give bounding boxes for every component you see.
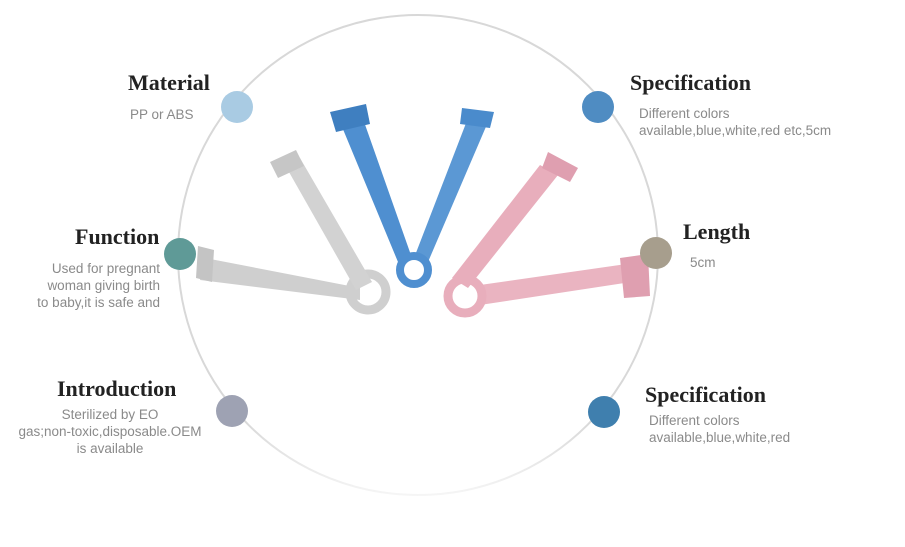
function-title: Function [75,224,160,249]
specification-top-text: Different colors available,blue,white,re… [639,105,831,139]
introduction-dot [216,395,248,427]
introduction-text-line-1: Sterilized by EO [61,407,159,422]
material-title: Material [128,70,210,95]
introduction-text-line-3: is available [76,441,144,456]
function-dot [164,238,196,270]
function-text-line-3: to baby,it is safe and [37,295,160,310]
function-text-line-2: woman giving birth [47,278,160,293]
length-title: Length [683,219,751,244]
pink-clamp-lower [443,254,650,318]
white-clamp-upper [270,150,372,290]
specification-bottom-title: Specification [645,382,766,407]
specification-bottom-dot [588,396,620,428]
introduction-title: Introduction [57,376,177,401]
blue-clamp [330,104,494,288]
introduction-text-line-2: gas;non-toxic,disposable.OEM [18,424,202,439]
function-text: Used for pregnant woman giving birth to … [0,260,160,311]
specification-top-dot [582,91,614,123]
introduction-text: Sterilized by EO gas;non-toxic,disposabl… [10,406,210,457]
specification-bottom-text: Different colors available,blue,white,re… [649,412,790,446]
specification-top-text-line-1: Different colors [639,106,730,121]
length-text: 5cm [690,255,716,270]
specification-top-text-line-2: available,blue,white,red etc,5cm [639,123,832,138]
pink-clamp-upper [452,152,578,288]
specification-bottom-text-line-1: Different colors [649,413,740,428]
white-clamp-lower [196,246,391,315]
function-text-line-1: Used for pregnant [51,261,160,276]
specification-bottom-text-line-2: available,blue,white,red [649,430,791,445]
length-dot [640,237,672,269]
material-text: PP or ABS [130,107,194,122]
specification-top-title: Specification [630,70,751,95]
material-dot [221,91,253,123]
